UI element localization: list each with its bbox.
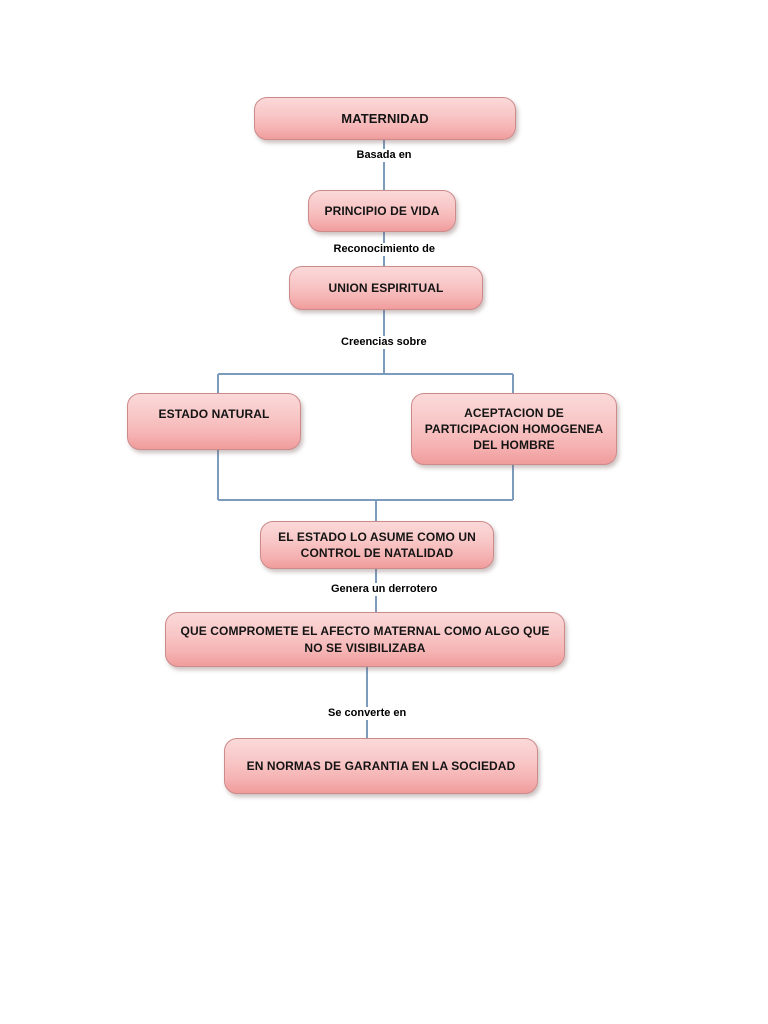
- edge-label-reconocimiento-de: Reconocimiento de: [328, 242, 440, 256]
- node-label-estado-natural: ESTADO NATURAL: [158, 407, 270, 421]
- node-label-aceptacion-participacion: ACEPTACION DE PARTICIPACION HOMOGENEA DE…: [424, 405, 604, 453]
- node-label-union-espiritual: UNION ESPIRITUAL: [328, 280, 444, 295]
- edge-label-genera-derrotero: Genera un derrotero: [326, 582, 443, 596]
- node-afecto-maternal[interactable]: QUE COMPROMETE EL AFECTO MATERNAL COMO A…: [165, 612, 565, 667]
- node-maternidad[interactable]: MATERNIDAD: [254, 97, 516, 140]
- node-union-espiritual[interactable]: UNION ESPIRITUAL: [289, 266, 483, 310]
- node-normas-garantia[interactable]: EN NORMAS DE GARANTIA EN LA SOCIEDAD: [224, 738, 538, 794]
- node-label-afecto-maternal: QUE COMPROMETE EL AFECTO MATERNAL COMO A…: [180, 624, 550, 655]
- node-control-natalidad[interactable]: EL ESTADO LO ASUME COMO UN CONTROL DE NA…: [260, 521, 494, 569]
- edge-label-creencias-sobre: Creencias sobre: [336, 335, 432, 349]
- edge-label-basada-en: Basada en: [351, 148, 417, 162]
- node-principio-de-vida[interactable]: PRINCIPIO DE VIDA: [308, 190, 456, 232]
- node-label-maternidad: MATERNIDAD: [341, 110, 429, 126]
- node-label-principio-de-vida: PRINCIPIO DE VIDA: [324, 203, 440, 218]
- node-aceptacion-participacion[interactable]: ACEPTACION DE PARTICIPACION HOMOGENEA DE…: [411, 393, 617, 465]
- node-estado-natural[interactable]: ESTADO NATURAL: [127, 393, 301, 450]
- node-label-normas-garantia: EN NORMAS DE GARANTIA EN LA SOCIEDAD: [246, 758, 516, 773]
- node-label-control-natalidad: EL ESTADO LO ASUME COMO UN CONTROL DE NA…: [278, 529, 476, 560]
- edge-label-se-convierte-en: Se converte en: [323, 706, 412, 720]
